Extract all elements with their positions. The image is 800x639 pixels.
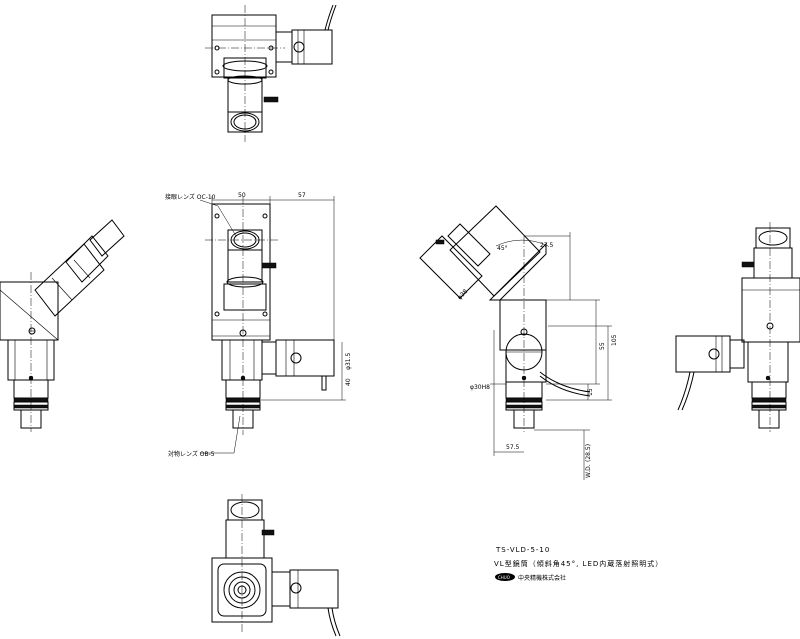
dim-wd: W.D.: [585, 464, 592, 478]
company-name: 中央精機株式会社: [518, 574, 566, 582]
dim-h-55: 55: [599, 342, 606, 350]
dim-angle-45: 45°: [497, 245, 508, 252]
dim-dia-31-5: φ31.5: [345, 353, 352, 371]
top-view: [205, 4, 337, 142]
dim-dia-30: φ30H8: [470, 384, 490, 391]
dim-h-15: 15: [587, 388, 594, 396]
title-block: TS-VLD-5-10 VL型鏡筒（傾斜角45°, LED内蔵落射照明式） CH…: [494, 546, 663, 582]
eyepiece-lens-label: 接眼レンズ OC-10: [165, 193, 216, 201]
dim-h-105: 105: [611, 334, 618, 346]
dim-h-40: 40: [345, 378, 352, 386]
product-description: VL型鏡筒（傾斜角45°, LED内蔵落射照明式）: [494, 559, 663, 568]
right-side-view: [419, 205, 612, 480]
dim-width-50: 50: [238, 192, 246, 199]
front-view: [199, 196, 346, 454]
objective-lens-label: 対物レンズ OB-5: [168, 450, 215, 458]
bottom-view: [211, 494, 341, 637]
dim-w-27-5: 27.5: [540, 242, 554, 249]
rear-view: [675, 222, 800, 432]
left-side-view: [0, 219, 125, 432]
company-logo: CHUO: [495, 573, 515, 581]
dim-w-57-5: 57.5: [506, 444, 520, 451]
logo-text: CHUO: [498, 575, 510, 580]
dim-wd-value: (28.5): [585, 444, 592, 462]
model-number: TS-VLD-5-10: [495, 546, 550, 554]
dim-width-57: 57: [298, 192, 306, 199]
